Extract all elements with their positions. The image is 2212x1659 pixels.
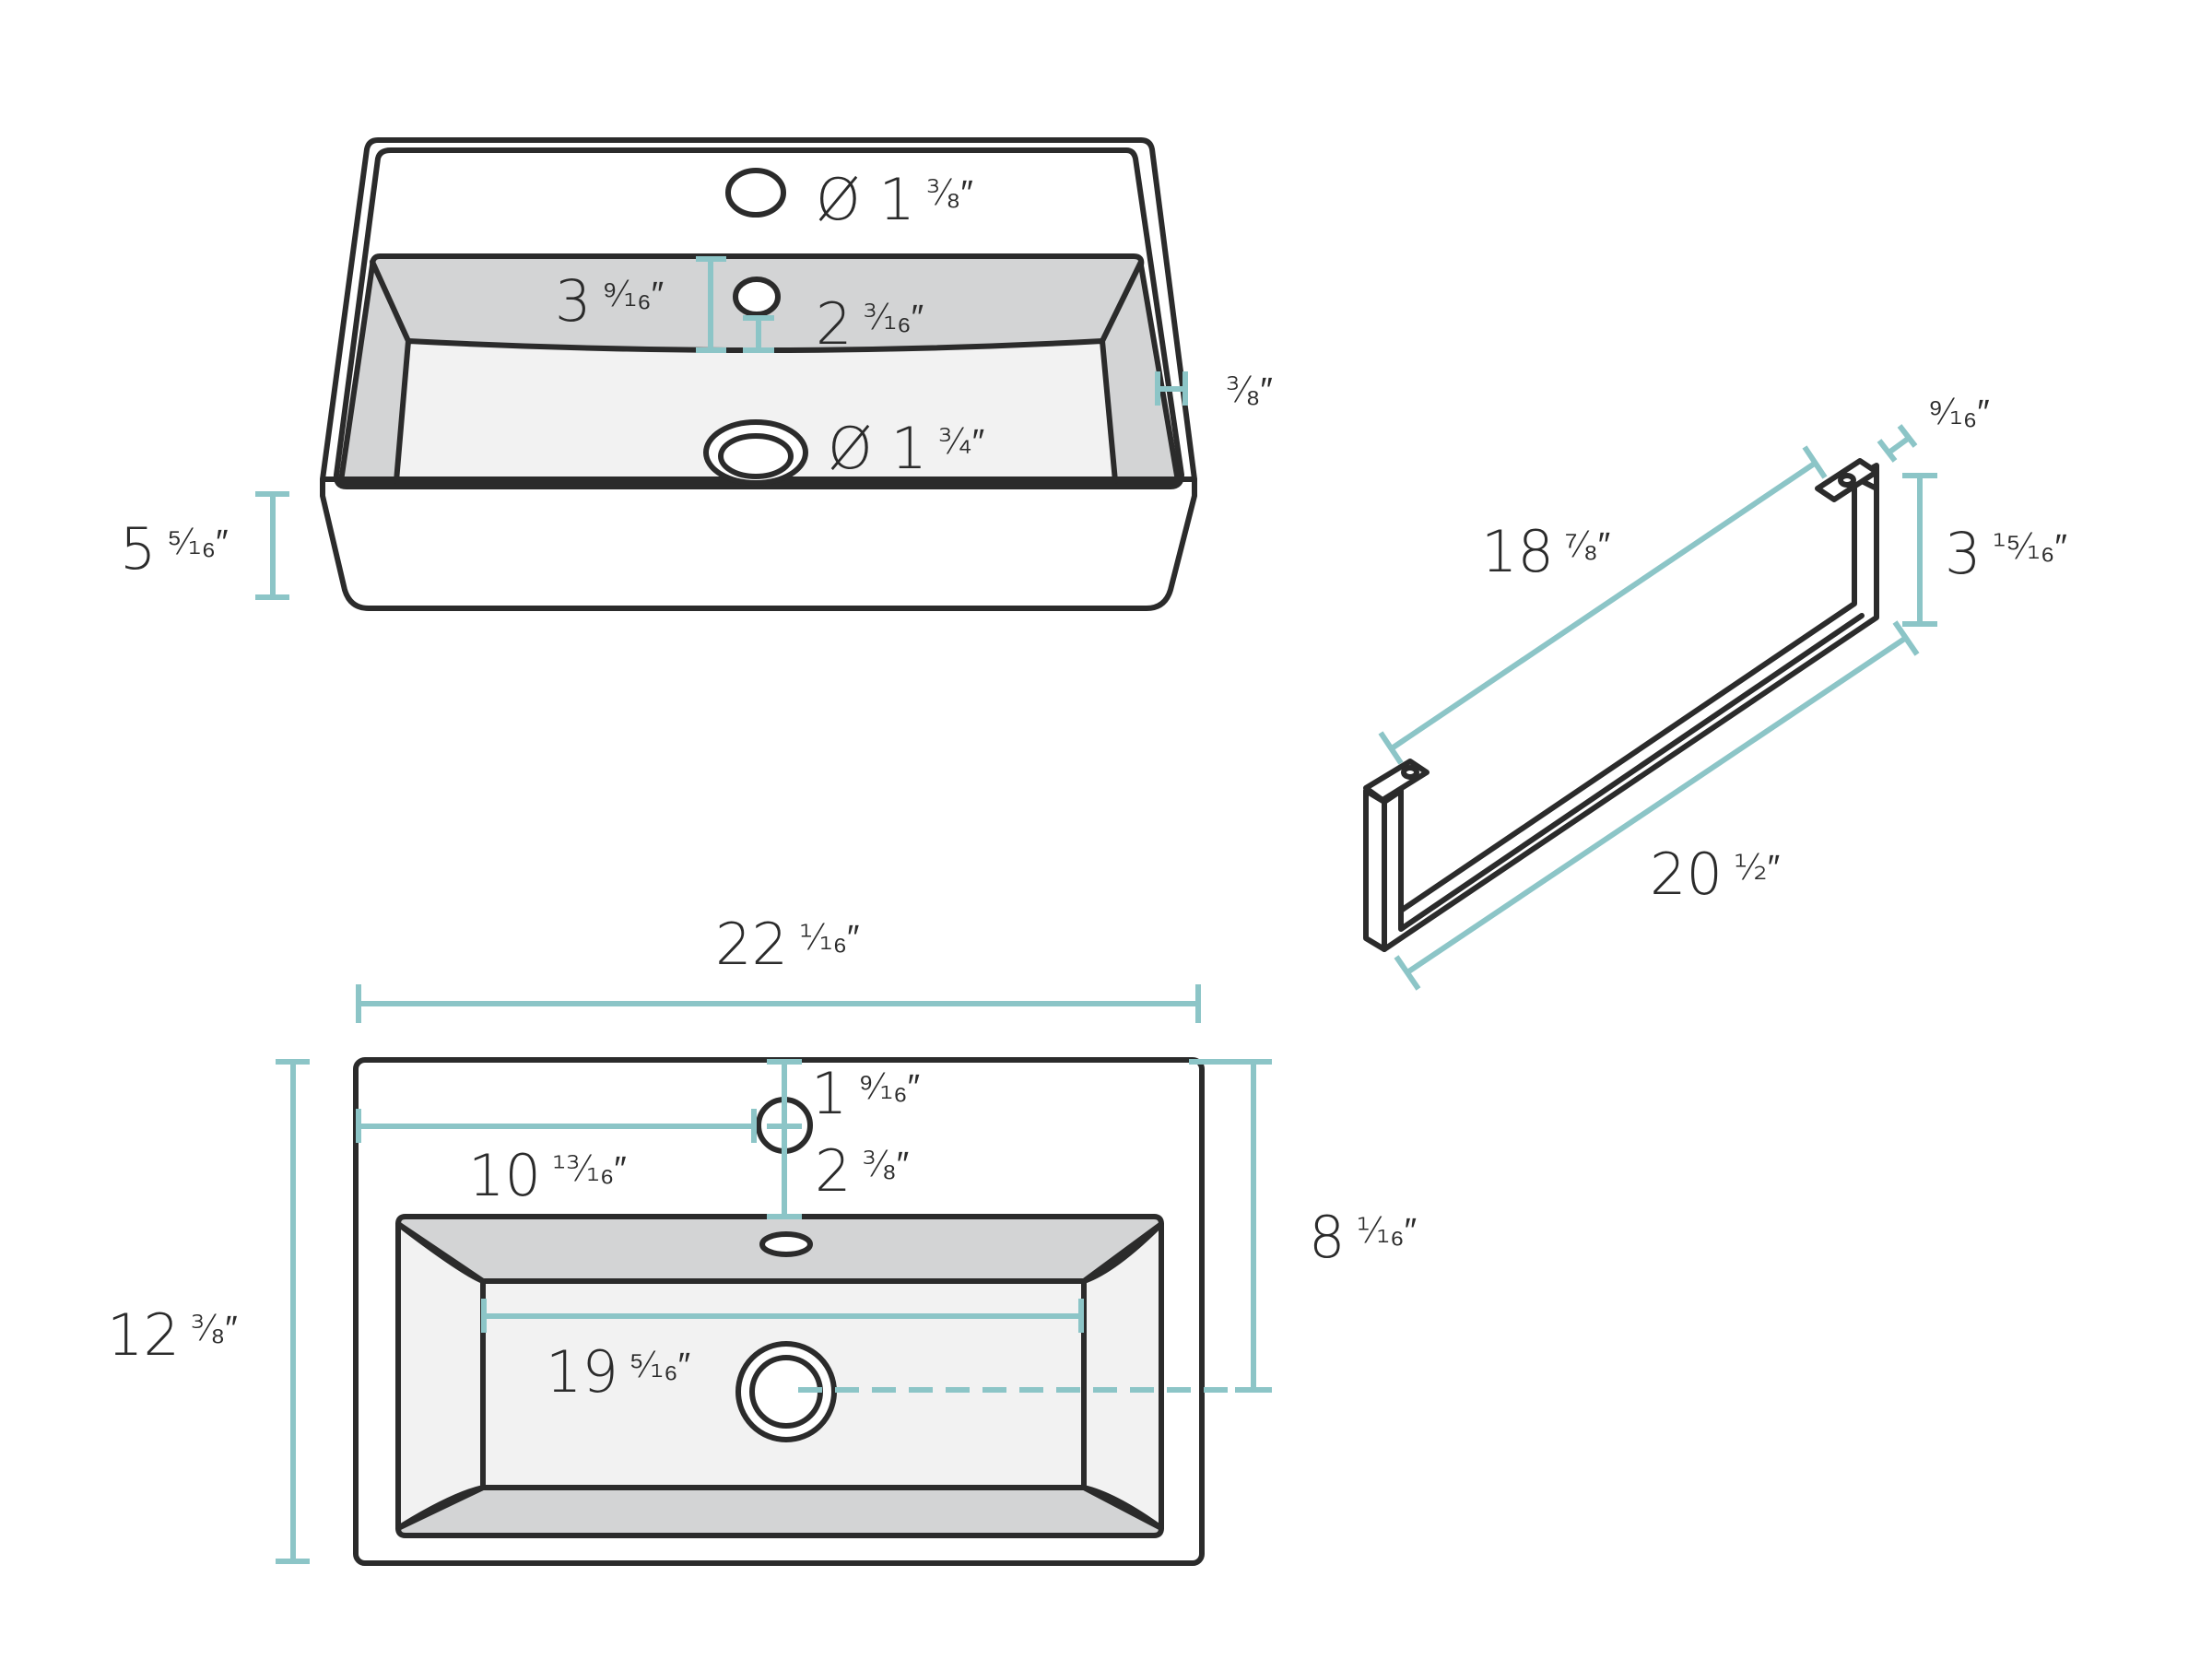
- basin-side-wall-left: [395, 1221, 486, 1531]
- dim-faucet-from-side-line: [356, 1109, 757, 1143]
- dim-rim-thickness-line: [1155, 371, 1188, 406]
- dim-overall-depth-line: [276, 1059, 310, 1564]
- dim-sink-height-line: [255, 491, 289, 600]
- dim-overflow-to-edge-line: [743, 315, 774, 353]
- dim-bar-width-line: [1877, 424, 1918, 463]
- basin-floor: [394, 338, 1118, 484]
- overflow-hole: [733, 276, 781, 317]
- dim-bar-inner-length-line: [1378, 445, 1828, 765]
- label-bar-width: ⁹⁄₁₆″: [1928, 392, 1990, 432]
- dim-basin-length-line: [481, 1299, 1084, 1333]
- overflow-hole-top: [759, 1231, 813, 1257]
- dim-bar-drop-line: [1902, 473, 1937, 627]
- dim-faucet-from-back-line: [767, 1059, 802, 1219]
- drain-inner-ring: [718, 433, 794, 479]
- dim-overall-width-line: [356, 984, 1201, 1023]
- dim-drain-from-back-line: [798, 1059, 1272, 1393]
- dim-faucet-to-overflow-line: [696, 256, 726, 353]
- label-rim-thickness: ³⁄₈″: [1226, 370, 1273, 410]
- mount-plate-left: [1363, 759, 1430, 803]
- basin-side-wall-right: [1081, 1221, 1164, 1531]
- faucet-hole: [725, 168, 786, 218]
- dim-bar-outer-length-line: [1394, 620, 1920, 991]
